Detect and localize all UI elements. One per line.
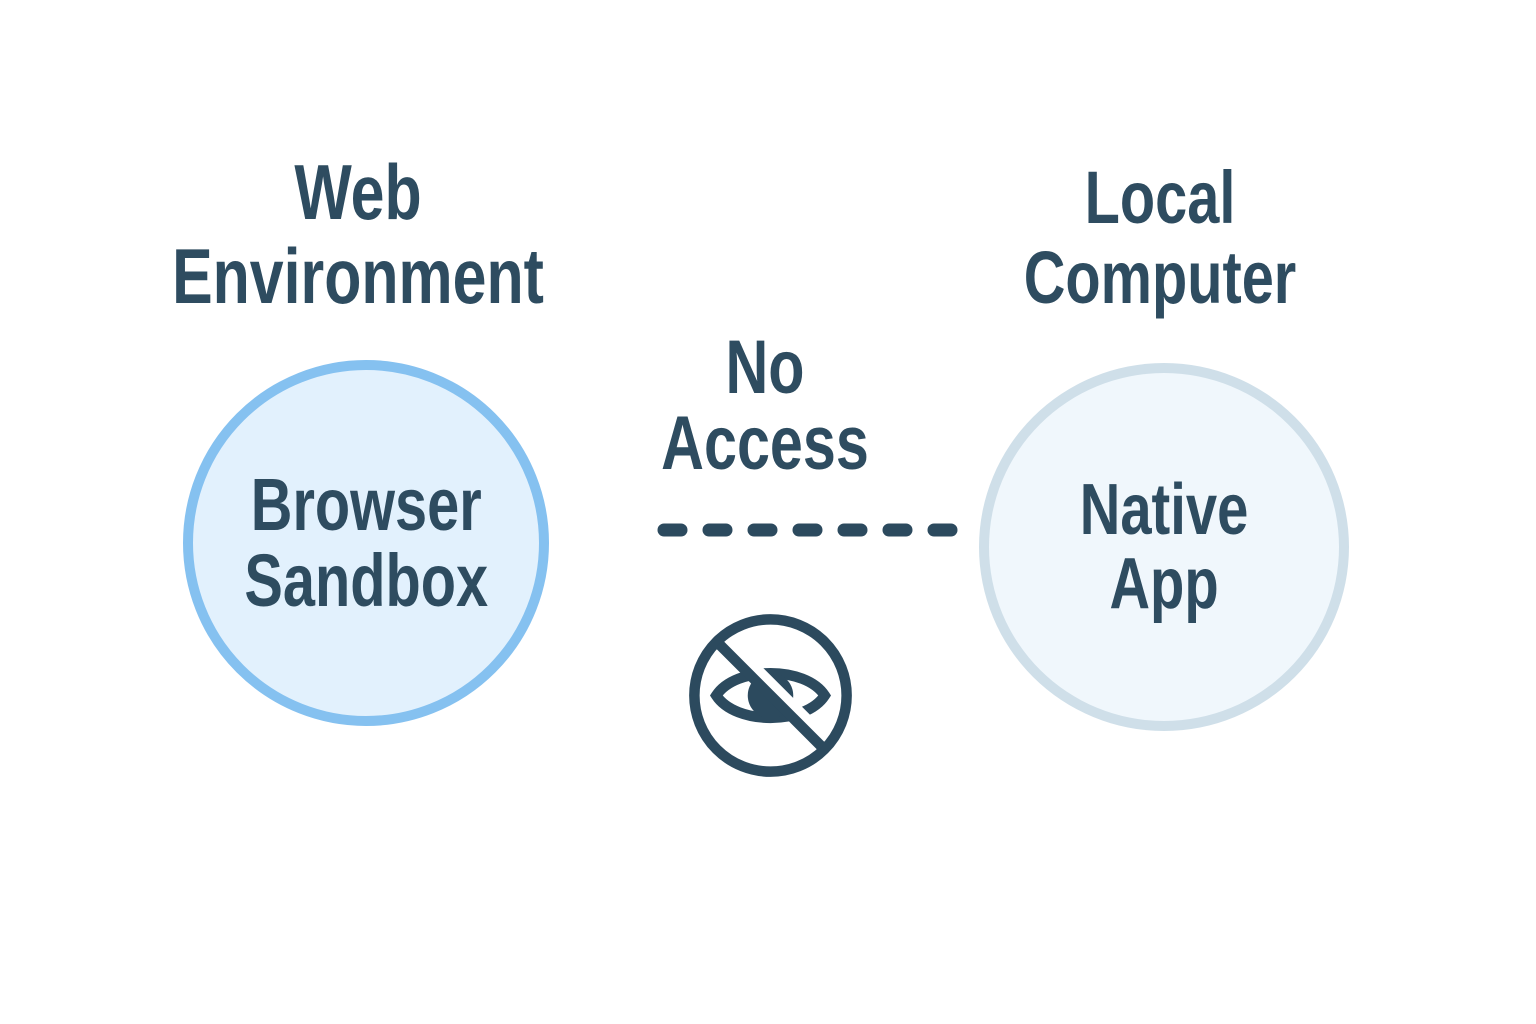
no-access-dashed-line [657, 523, 965, 537]
browser-sandbox-label: Browser Sandbox [244, 467, 488, 619]
eye-off-icon [689, 614, 852, 777]
web-environment-title-line1: Web [294, 148, 422, 236]
native-app-label: Native App [1080, 473, 1249, 621]
no-access-label-line2: Access [661, 401, 869, 486]
native-app-label-line2: App [1109, 544, 1219, 624]
web-environment-title-line2: Environment [172, 232, 544, 320]
native-app-circle: Native App [979, 363, 1349, 731]
native-app-label-line1: Native [1079, 470, 1249, 550]
no-access-label-line1: No [725, 325, 805, 410]
no-access-label: No Access [531, 330, 999, 482]
local-computer-title: Local Computer [926, 158, 1394, 318]
web-environment-title: Web Environment [124, 150, 592, 318]
browser-sandbox-label-line2: Sandbox [244, 539, 488, 622]
browser-sandbox-circle: Browser Sandbox [183, 360, 549, 726]
local-computer-title-line1: Local [1084, 156, 1236, 239]
local-computer-title-line2: Computer [1023, 236, 1297, 319]
browser-sandbox-label-line1: Browser [250, 463, 482, 546]
